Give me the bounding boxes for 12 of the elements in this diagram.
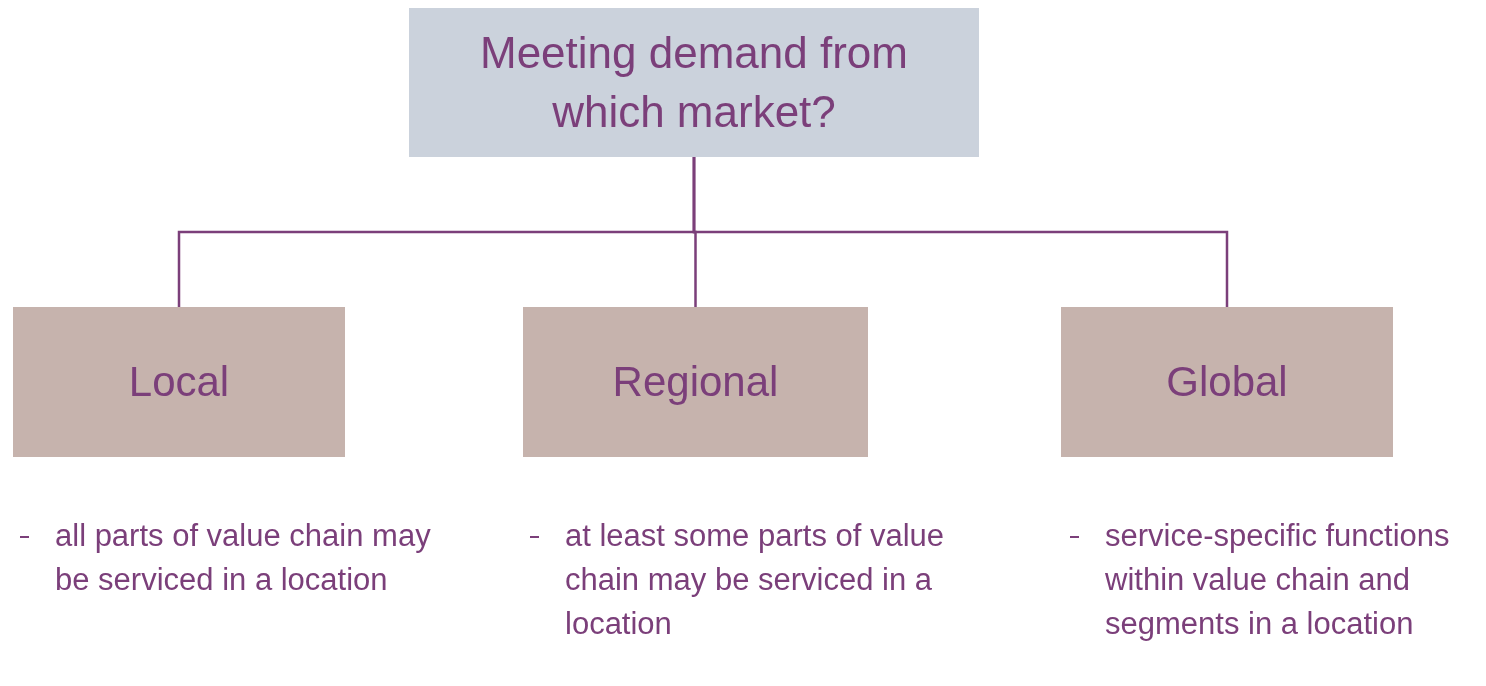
category-box [13, 307, 345, 457]
box-label: Local [128, 357, 230, 408]
category-box [1061, 307, 1393, 457]
category-box [523, 307, 868, 457]
bullet-text: all parts of value chain may be serviced in a location [55, 517, 432, 599]
connector-line [692, 157, 1229, 307]
box-label: Global [1166, 357, 1288, 408]
question-box [409, 8, 979, 157]
bullet-text: at least some parts of value chain may be serviced in a location [565, 517, 946, 643]
box-label: Meeting demand from which market? [479, 27, 909, 138]
bullet-text: service-specific functions within value chain and segments in a location [1105, 517, 1451, 643]
box-label: Regional [612, 357, 779, 408]
